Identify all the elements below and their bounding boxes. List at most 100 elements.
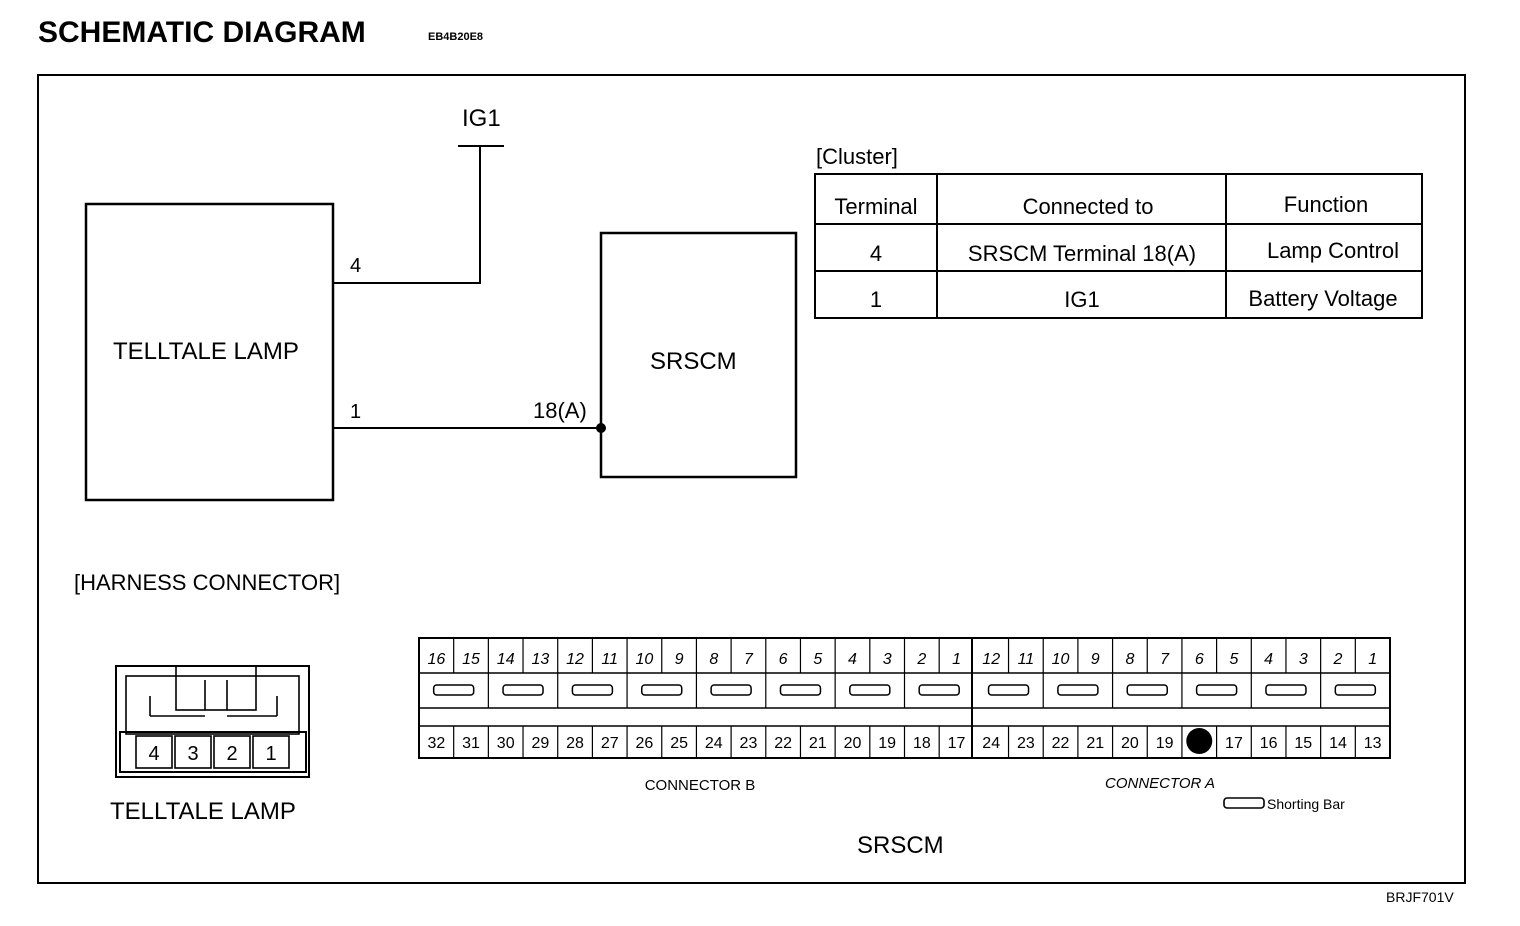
connector-b-bottom-pin-number: 32 [427, 735, 445, 752]
connector-a-top-pin-number: 12 [982, 651, 1000, 668]
connector-b-bottom-pin-number: 29 [531, 735, 549, 752]
connector-b-shorting-bar [432, 684, 475, 696]
connector-b-top-pin-number: 16 [427, 651, 445, 668]
connector-a-shorting-bar [1195, 684, 1238, 696]
connector-a-top-pin-number: 11 [1018, 651, 1035, 668]
srscm-connector: 1632153114301329122811271026925824723622… [418, 637, 1391, 759]
ig1-label: IG1 [462, 105, 501, 132]
connector-a-top-pin-number: 10 [1052, 651, 1070, 668]
connector-a-top-pin-number: 3 [1299, 651, 1308, 668]
connector-a-bottom-pin-number: 21 [1086, 735, 1104, 752]
connector-b-bottom-pin-number: 23 [740, 735, 758, 752]
telltale-connector-caption: TELLTALE LAMP [110, 798, 296, 825]
figure-code: BRJF701V [1386, 889, 1454, 905]
table-cell: IG1 [1064, 287, 1099, 312]
page-title: SCHEMATIC DIAGRAM [38, 16, 366, 49]
srscm-label: SRSCM [650, 348, 737, 375]
connector-b-bottom-pin-number: 28 [566, 735, 584, 752]
pin-18a-label: 18(A) [533, 398, 587, 423]
telltale-pin-cell [252, 735, 290, 769]
telltale-connector: 4 3 2 1 [115, 665, 310, 778]
connector-b-shorting-bar [918, 684, 960, 696]
table-cell: Lamp Control [1267, 238, 1399, 263]
telltale-lamp-label: TELLTALE LAMP [113, 338, 299, 365]
connector-b-bottom-pin-number: 20 [844, 735, 862, 752]
connector-a-top-pin-number: 8 [1125, 651, 1134, 668]
connector-a-bottom-pin-number: 15 [1294, 735, 1312, 752]
connector-a-bottom-pin-number: 13 [1364, 735, 1382, 752]
connector-b-top-pin-number: 12 [566, 651, 584, 668]
connector-b-bottom-pin-number: 19 [878, 735, 896, 752]
telltale-pin-number: 2 [226, 743, 237, 765]
connector-b-label: CONNECTOR B [645, 777, 756, 794]
connector-b-bottom-pin-number: 21 [809, 735, 827, 752]
table-cell: 1 [870, 287, 882, 312]
connector-a-bottom-pin-number: 24 [982, 735, 1000, 752]
connector-a-bottom-pin-number: 22 [1052, 735, 1070, 752]
connector-a-top-pin-number: 9 [1091, 651, 1100, 668]
srscm-connector-caption: SRSCM [857, 832, 944, 859]
diagram-code: EB4B20E8 [428, 31, 483, 43]
cluster-table-title: [Cluster] [816, 144, 898, 169]
telltale-lamp-block [84, 202, 335, 502]
connector-b-bottom-pin-number: 26 [636, 735, 654, 752]
connector-a-bottom-pin-number: 14 [1329, 735, 1347, 752]
connector-a-top-pin-number: 4 [1264, 651, 1273, 668]
connector-a-bottom-pin-number: 23 [1017, 735, 1035, 752]
connector-b-top-pin-number: 1 [952, 651, 961, 668]
connector-a-top-pin-number: 7 [1160, 651, 1170, 668]
shorting-bar-legend-icon [1223, 797, 1265, 809]
connector-a-top-pin-number: 6 [1195, 651, 1204, 668]
pin-1-label: 1 [350, 401, 361, 423]
telltale-pin-number: 3 [187, 743, 198, 765]
connector-b-bottom-pin-number: 18 [913, 735, 931, 752]
connector-b-shorting-bar [710, 684, 752, 696]
connector-a-bottom-pin-number: 17 [1225, 735, 1243, 752]
telltale-pin-number: 1 [265, 743, 276, 765]
pin-4-label: 4 [350, 255, 361, 277]
connector-a-shorting-bar [987, 684, 1030, 696]
diagram-frame [37, 74, 1466, 884]
connector-a-bottom-pin-number: 16 [1260, 735, 1278, 752]
srscm-block [599, 231, 798, 479]
connector-b-top-pin-number: 14 [497, 651, 515, 668]
table-header-function: Function [1284, 192, 1368, 217]
telltale-pin-cell [135, 735, 173, 769]
telltale-pin-cell [174, 735, 212, 769]
harness-connector-title: [HARNESS CONNECTOR] [74, 570, 340, 595]
connector-a-shorting-bar [1057, 684, 1099, 696]
shorting-bar-legend-label: Shorting Bar [1267, 796, 1345, 812]
table-cell: SRSCM Terminal 18(A) [968, 241, 1196, 266]
connector-b-top-pin-number: 7 [744, 651, 754, 668]
telltale-pin-number: 4 [148, 743, 159, 765]
connector-b-shorting-bar [779, 684, 822, 696]
connector-b-top-pin-number: 4 [848, 651, 857, 668]
connector-b-shorting-bar [849, 684, 891, 696]
connector-a-shorting-bar [1334, 684, 1377, 696]
connector-b-top-pin-number: 13 [531, 651, 549, 668]
connector-b-bottom-pin-number: 27 [601, 735, 619, 752]
cluster-table: Terminal Connected to Function 4 SRSCM T… [814, 173, 1423, 319]
table-header-connected-to: Connected to [1023, 194, 1154, 219]
connector-b-bottom-pin-number: 25 [670, 735, 688, 752]
connector-b-bottom-pin-number: 30 [497, 735, 515, 752]
connector-a-filled-pin-dot [1186, 728, 1213, 754]
connector-b-top-pin-number: 9 [675, 651, 684, 668]
connector-a-shorting-bar [1265, 684, 1307, 696]
connector-a-top-pin-number: 1 [1368, 651, 1377, 668]
connector-b-bottom-pin-number: 17 [948, 735, 966, 752]
connector-b-bottom-pin-number: 31 [462, 735, 480, 752]
connector-a-shorting-bar [1126, 684, 1168, 696]
connector-b-top-pin-number: 11 [601, 651, 618, 668]
connector-b-top-pin-number: 5 [813, 651, 822, 668]
connector-b-top-pin-number: 2 [916, 651, 926, 668]
table-header-terminal: Terminal [834, 194, 917, 219]
wire-pin4-to-ig1 [333, 146, 481, 284]
connector-b-top-pin-number: 6 [779, 651, 788, 668]
table-cell: 4 [870, 241, 882, 266]
connector-b-bottom-pin-number: 22 [774, 735, 792, 752]
connector-b-shorting-bar [502, 684, 544, 696]
connector-a-label: CONNECTOR A [1105, 775, 1215, 792]
connector-b-shorting-bar [571, 684, 614, 696]
connector-b-top-pin-number: 8 [709, 651, 718, 668]
